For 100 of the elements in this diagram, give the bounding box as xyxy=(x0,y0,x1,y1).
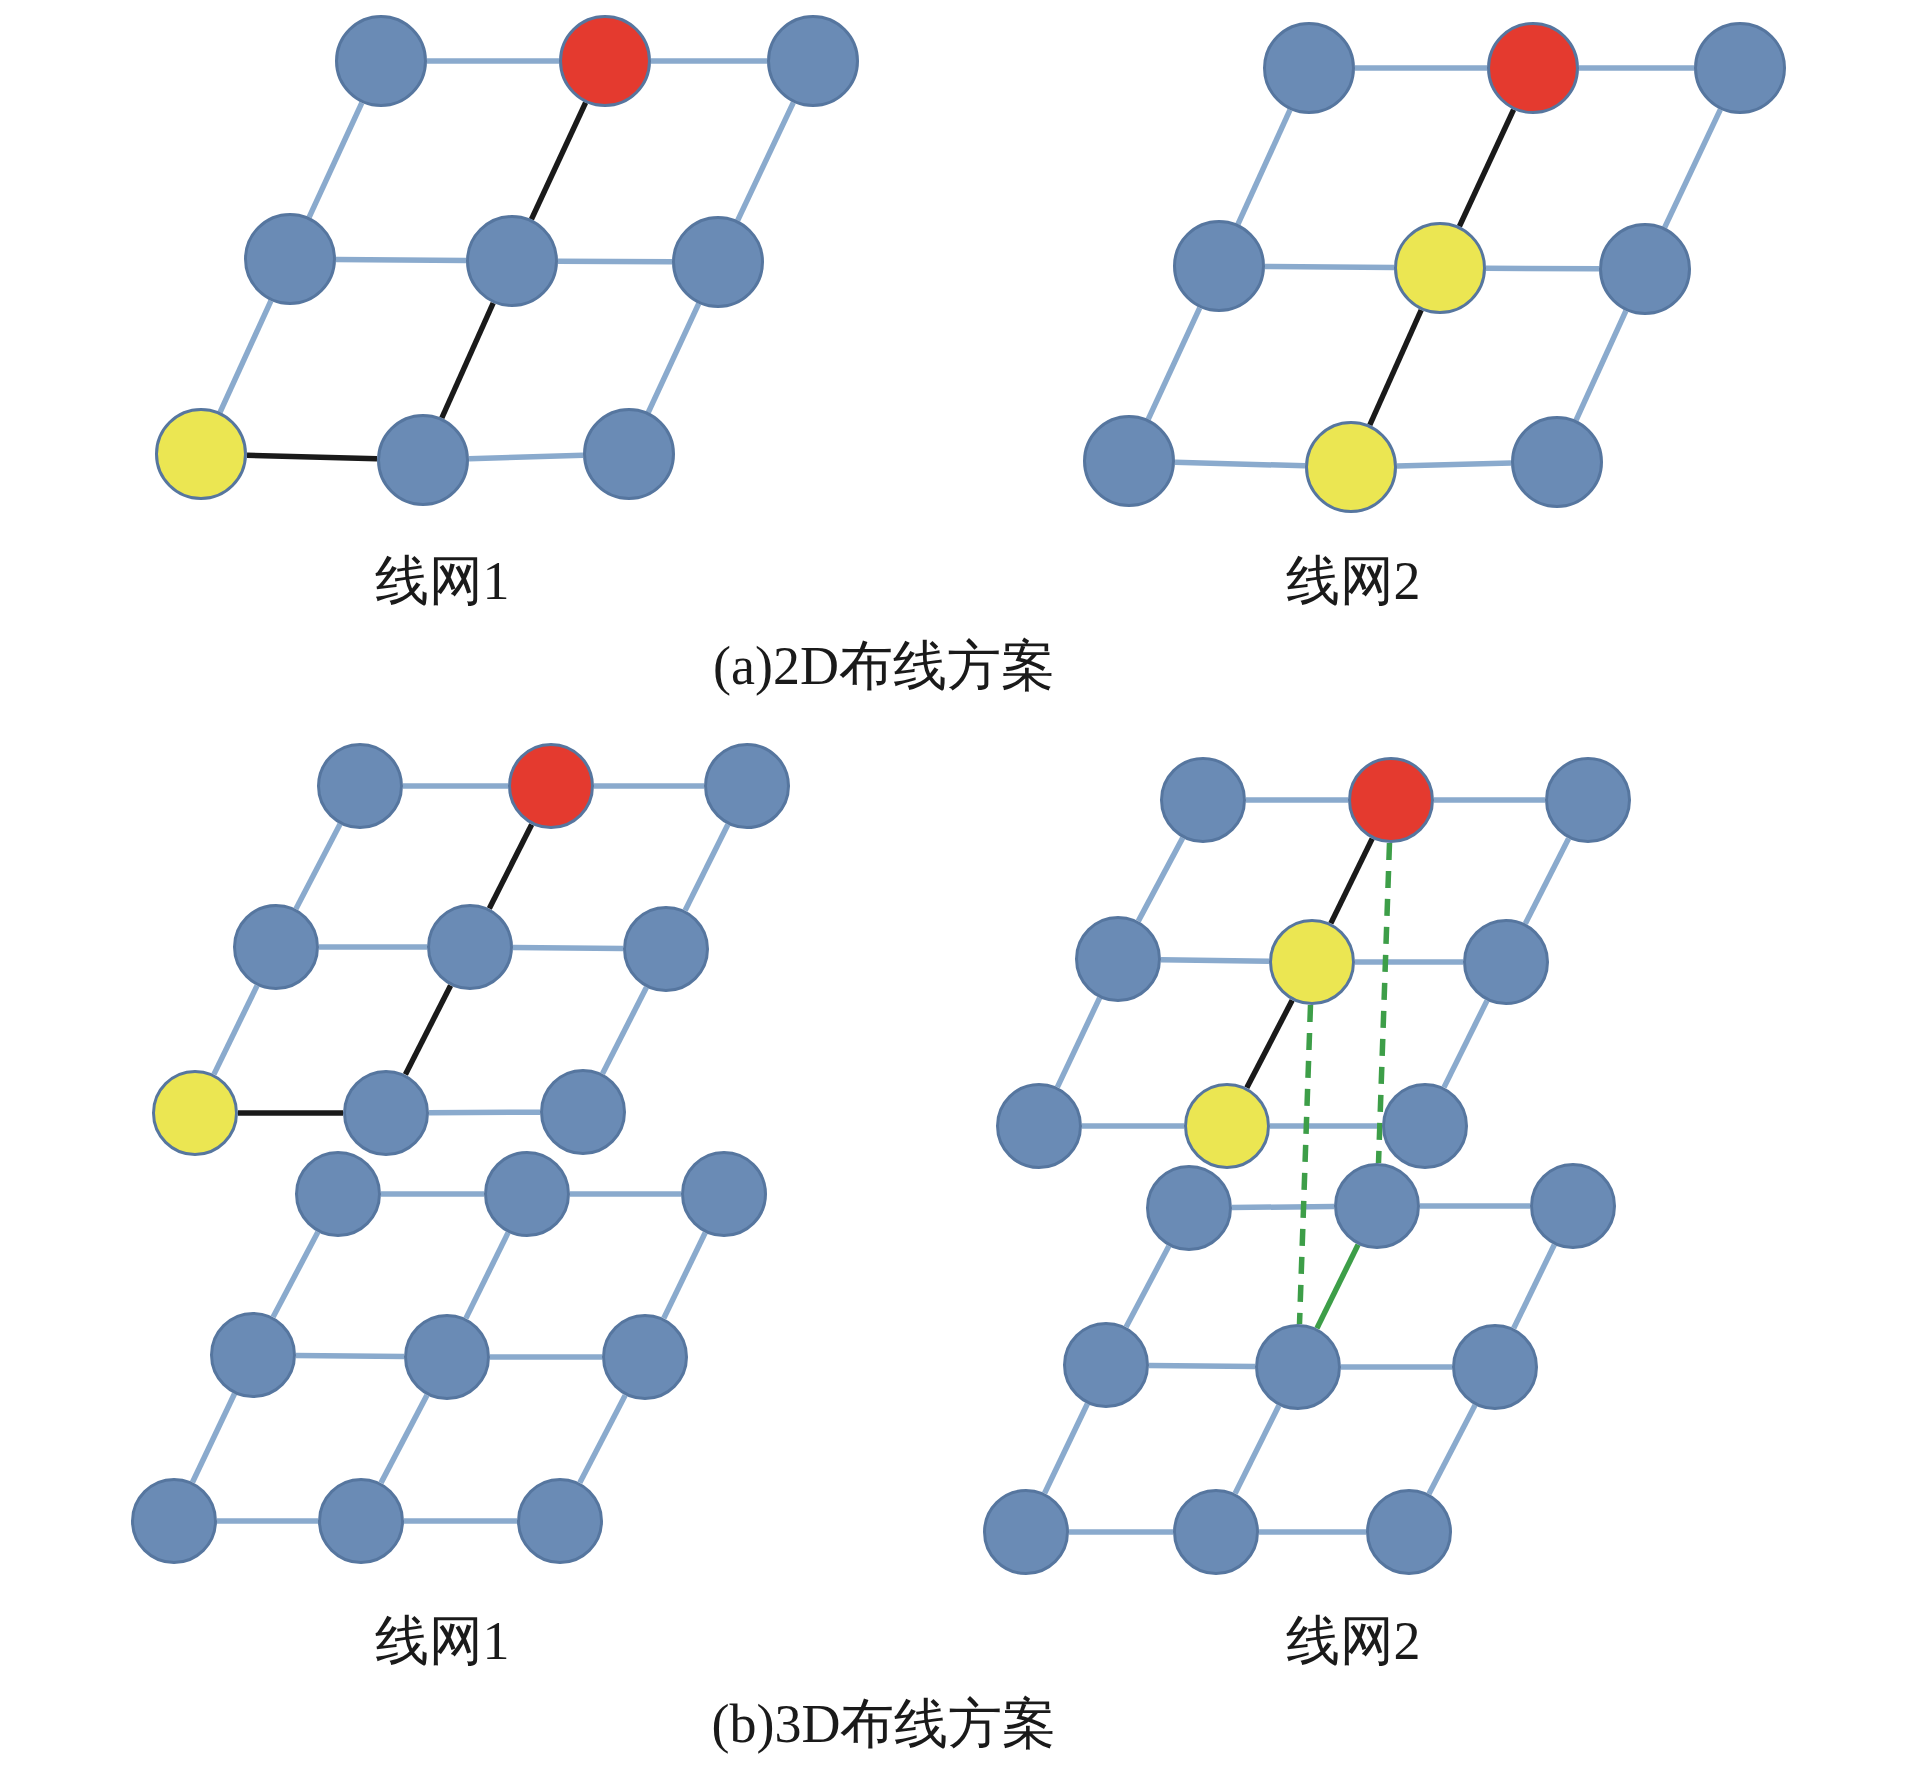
connector-line xyxy=(1486,265,1599,272)
node-circle xyxy=(767,15,859,107)
connector-line xyxy=(570,1191,681,1197)
connector-line xyxy=(270,1230,321,1319)
connector-line xyxy=(594,783,704,789)
caption: (b)3D布线方案 xyxy=(711,1695,1057,1755)
connector-line xyxy=(1235,108,1293,226)
connector-line xyxy=(1082,1123,1184,1129)
node-circle xyxy=(1382,1083,1468,1169)
node-circle xyxy=(1160,757,1246,843)
connector-line xyxy=(1341,1364,1452,1370)
connector-line xyxy=(1232,1404,1282,1495)
connector-line xyxy=(402,984,454,1076)
connector-line xyxy=(190,1392,237,1484)
node-circle xyxy=(996,1083,1082,1169)
net-label: 线网2 xyxy=(1285,552,1421,612)
connector-line xyxy=(439,301,496,420)
node-circle xyxy=(583,408,675,500)
node-circle xyxy=(1366,1489,1452,1575)
node-circle xyxy=(983,1489,1069,1575)
node-circle xyxy=(559,15,651,107)
connector-line xyxy=(238,1110,343,1116)
connector-line xyxy=(1264,263,1395,271)
node-circle xyxy=(704,743,790,829)
node-circle xyxy=(1075,916,1161,1002)
node-circle xyxy=(343,1070,429,1156)
connector-line xyxy=(381,1191,484,1197)
connector-line xyxy=(1244,998,1295,1090)
connector-line xyxy=(1259,1529,1366,1535)
node-circle xyxy=(1511,416,1603,508)
node-circle xyxy=(244,213,336,305)
connector-line xyxy=(600,986,649,1075)
connector-line xyxy=(1367,308,1424,427)
node-circle xyxy=(1184,1083,1270,1169)
node-circle xyxy=(672,216,764,308)
node-circle xyxy=(517,1478,603,1564)
connector-line xyxy=(1441,999,1490,1089)
net-label: 线网1 xyxy=(374,1612,510,1672)
connector-line xyxy=(528,101,589,221)
connector-line xyxy=(1231,1203,1335,1211)
connector-line xyxy=(645,302,702,414)
node-circle xyxy=(1305,421,1397,513)
connector-line xyxy=(558,258,672,265)
node-circle xyxy=(155,408,247,500)
connector-line xyxy=(403,783,508,789)
connector-line xyxy=(335,256,467,264)
connector-line xyxy=(1328,837,1375,925)
net-label: 线网2 xyxy=(1285,1612,1421,1672)
connector-line xyxy=(682,823,731,912)
node-circle xyxy=(1348,757,1434,843)
node-circle xyxy=(210,1312,296,1398)
connector-line xyxy=(1174,459,1306,469)
connector-line xyxy=(490,1354,602,1360)
connector-line xyxy=(246,452,378,462)
connector-line xyxy=(1511,1243,1557,1330)
node-circle xyxy=(131,1478,217,1564)
connector-line xyxy=(1456,108,1517,228)
connector-line xyxy=(512,944,624,952)
node-circle xyxy=(335,15,427,107)
connector-line xyxy=(1145,306,1203,421)
connector-line xyxy=(1123,1244,1172,1329)
node-circle xyxy=(377,414,469,506)
connector-line xyxy=(1396,460,1512,469)
connector-line xyxy=(1662,108,1723,229)
connector-line xyxy=(1054,996,1103,1089)
connector-line xyxy=(293,822,343,911)
connector-line xyxy=(404,1518,517,1524)
node-circle xyxy=(1694,22,1786,114)
connector-line xyxy=(1355,959,1463,965)
connector-line xyxy=(1314,1243,1361,1330)
node-circle xyxy=(1545,757,1631,843)
connector-line xyxy=(1434,797,1545,803)
connector-line xyxy=(1042,1402,1090,1495)
connector-line xyxy=(735,101,796,222)
node-circle xyxy=(508,743,594,829)
node-circle xyxy=(623,906,709,992)
connector-line xyxy=(1426,1403,1478,1496)
node-circle xyxy=(1487,22,1579,114)
connector-line xyxy=(1148,1362,1256,1370)
connector-line xyxy=(429,1109,540,1116)
node-circle xyxy=(233,904,319,990)
caption: (a)2D布线方案 xyxy=(713,637,1055,697)
connector-line xyxy=(651,58,767,64)
node-circle xyxy=(1083,415,1175,507)
connector-line xyxy=(1069,1529,1173,1535)
connector-line xyxy=(468,452,584,462)
node-circle xyxy=(1063,1322,1149,1408)
net-label: 线网1 xyxy=(374,552,510,612)
connector-line xyxy=(1135,836,1186,923)
connector-line xyxy=(211,984,260,1076)
connector-line xyxy=(295,1352,405,1360)
node-circle xyxy=(540,1069,626,1155)
connector-line xyxy=(1246,797,1348,803)
node-circle xyxy=(404,1314,490,1400)
node-circle xyxy=(295,1151,381,1237)
node-circle xyxy=(317,743,403,829)
node-circle xyxy=(1530,1163,1616,1249)
connector-line xyxy=(217,1518,318,1524)
connector-line xyxy=(1160,956,1270,965)
node-circle xyxy=(1146,1165,1232,1251)
